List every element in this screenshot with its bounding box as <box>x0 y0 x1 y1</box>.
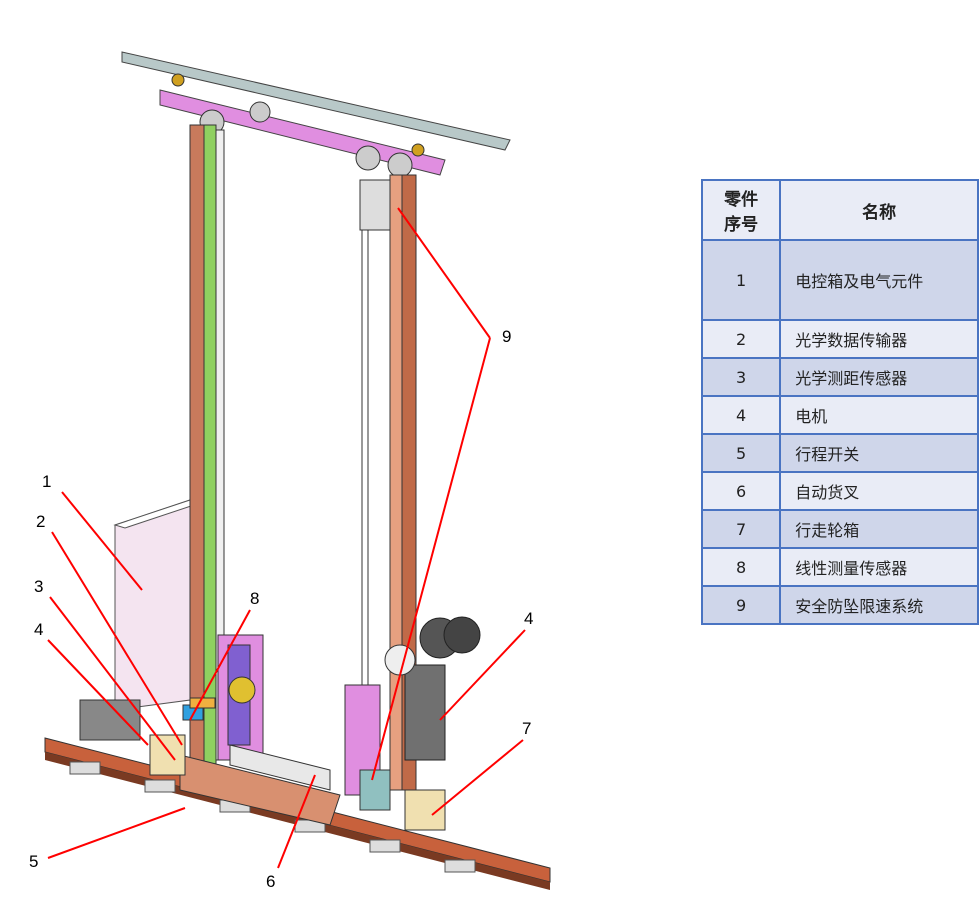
callout-3: 3 <box>34 577 43 596</box>
electric-cabinet <box>113 499 202 711</box>
callout-8: 8 <box>250 589 259 608</box>
callout-6: 6 <box>266 872 275 891</box>
top-rail <box>121 51 511 178</box>
motor <box>79 616 481 761</box>
callout-5: 5 <box>29 852 38 871</box>
callout-9: 9 <box>502 327 511 346</box>
callout-4-right: 4 <box>524 609 533 628</box>
header-number: 零件序号 <box>700 179 782 241</box>
callout-lines <box>47 207 526 869</box>
callout-2: 2 <box>36 512 45 531</box>
callout-1: 1 <box>42 472 51 491</box>
callout-7: 7 <box>522 719 531 738</box>
right-mast <box>359 174 417 791</box>
callout-4-left: 4 <box>34 620 43 639</box>
header-name: 名称 <box>779 179 979 241</box>
carriage <box>179 634 391 826</box>
callout-labels: 1 2 3 4 4 5 6 7 8 9 <box>29 327 533 891</box>
